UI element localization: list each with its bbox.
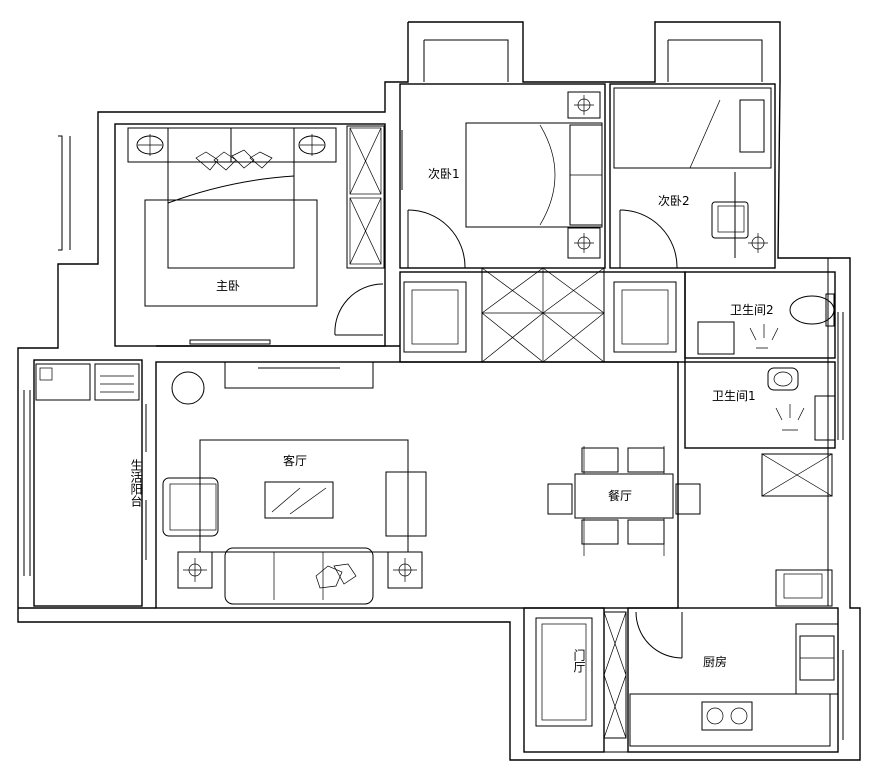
kitchen-counter — [795, 623, 839, 695]
room-label-kitchen: 厨房 — [703, 654, 727, 669]
room-label-entrance: 门厅 — [562, 648, 586, 673]
master-bedroom: 主卧 — [114, 123, 386, 347]
stove-icon — [701, 701, 753, 731]
chair — [627, 447, 665, 473]
cabinet-icon — [94, 363, 140, 401]
countertop — [629, 693, 831, 747]
room-label-bathroom-2: 卫生间2 — [730, 303, 774, 317]
living-room: 客厅 — [155, 361, 679, 609]
balcony: 生活阳台 — [33, 359, 147, 607]
armchair — [162, 477, 219, 537]
door-swing — [619, 209, 678, 269]
door-swing — [635, 611, 683, 659]
chair — [547, 483, 573, 515]
tv-cabinet — [189, 339, 271, 345]
room-label-balcony: 生活阳台 — [95, 459, 143, 507]
chair — [675, 483, 701, 515]
end-table — [177, 551, 213, 589]
plant-icon — [171, 371, 205, 405]
cabinet — [613, 281, 677, 353]
door-swing — [407, 209, 466, 269]
room-label-living-room: 客厅 — [283, 453, 307, 468]
chair — [581, 447, 619, 473]
coffee-table — [264, 481, 334, 519]
bathroom-1: 卫生间1 — [684, 361, 836, 449]
entrance: 门厅 — [523, 607, 627, 753]
sink — [775, 569, 833, 607]
shoe-cabinet — [535, 617, 593, 727]
desk-cabinet — [613, 87, 772, 169]
end-table — [387, 551, 423, 589]
room-label-master-bedroom: 主卧 — [216, 279, 240, 293]
cabinet — [603, 611, 627, 739]
cushions-icon — [315, 563, 357, 589]
secondary-bedroom-2: 次卧2 — [609, 83, 776, 269]
pillows-icon — [195, 149, 273, 171]
room-label-bathroom-1: 卫生间1 — [712, 389, 756, 403]
chair — [581, 519, 619, 545]
chair — [711, 201, 749, 239]
kitchen: 厨房 — [627, 607, 839, 753]
room-label-secondary-bedroom-2: 次卧2 — [658, 194, 690, 208]
hall-closets — [399, 267, 686, 363]
bathroom-2: 卫生间2 — [684, 271, 836, 359]
dining-area: 餐厅 — [547, 446, 701, 556]
rug — [144, 199, 318, 307]
storage-cabinet — [761, 453, 833, 497]
sink — [697, 321, 735, 355]
room-label-secondary-bedroom-1: 次卧1 — [428, 167, 460, 181]
rug — [199, 439, 409, 553]
door-swing — [334, 283, 384, 336]
shower-icon — [775, 404, 805, 431]
tv-stand — [224, 361, 374, 389]
squat-toilet-icon — [767, 367, 799, 391]
dining-table — [574, 473, 674, 519]
toilet-icon — [789, 295, 835, 325]
chair — [627, 519, 665, 545]
washing-machine-icon — [35, 363, 91, 401]
sofa — [224, 547, 374, 605]
room-label-dining-room: 餐厅 — [608, 488, 632, 503]
cabinet — [403, 281, 467, 353]
wardrobe — [346, 125, 385, 269]
utility-fixtures — [761, 258, 833, 607]
shower-icon — [749, 324, 779, 349]
secondary-bedroom-1: 次卧1 — [399, 83, 606, 269]
side-table — [385, 471, 427, 537]
